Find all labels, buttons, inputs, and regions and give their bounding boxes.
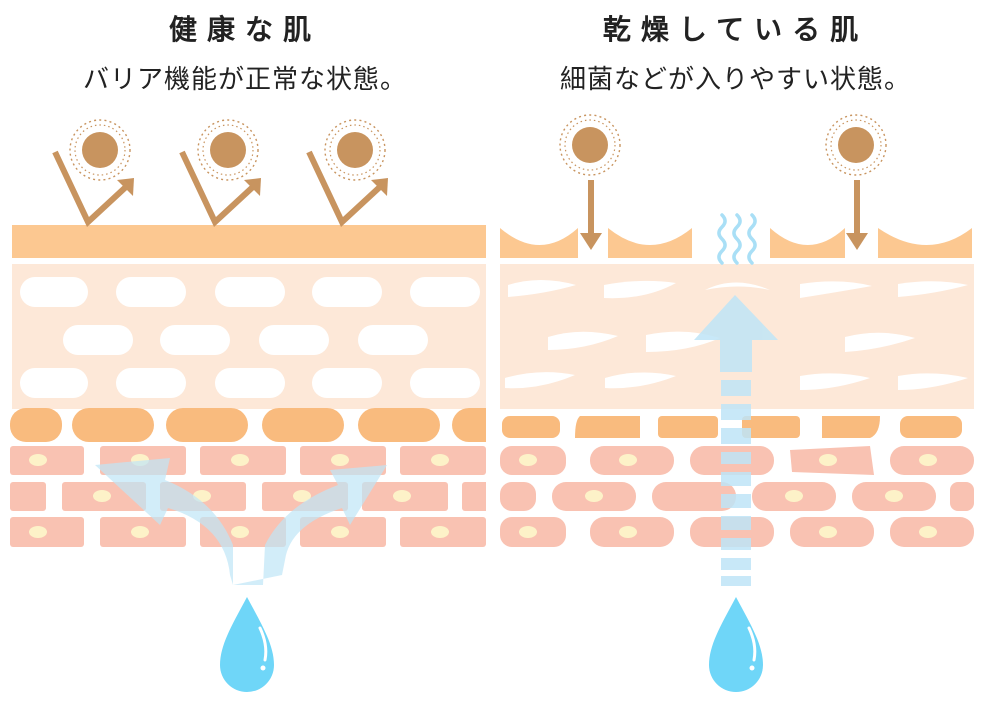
water-drop-icon <box>220 597 274 692</box>
dry-basal-cells <box>500 446 974 547</box>
reflected-ray-arrow-icon <box>52 150 131 227</box>
dry-skin-subtitle: 細菌などが入りやすい状態。 <box>559 65 911 95</box>
healthy-basal-cells <box>10 446 486 547</box>
sun-penetrate-group <box>559 114 887 250</box>
healthy-skin-subtitle: バリア機能が正常な状態。 <box>82 65 407 95</box>
healthy-skin-title: 健康な肌 <box>168 13 321 46</box>
healthy-skin-panel <box>10 119 486 692</box>
reflected-ray-arrow-icon <box>306 150 385 227</box>
healthy-horny-cells <box>20 277 480 398</box>
sun-icon <box>82 132 118 168</box>
dry-skin-title: 乾燥している肌 <box>602 13 869 46</box>
moisture-retained-arrow <box>95 458 387 585</box>
sun-icon <box>210 132 246 168</box>
moisture-escape-arrow <box>694 295 778 586</box>
dry-skin-panel <box>500 114 974 692</box>
dry-surface-layer <box>500 228 972 258</box>
sun-icon <box>572 127 608 163</box>
sun-reflect-group <box>52 119 388 227</box>
healthy-surface-layer <box>12 225 486 258</box>
reflected-ray-arrow-icon <box>179 150 258 227</box>
dry-horny-cells-curled <box>505 280 968 390</box>
evaporation-icon <box>717 213 757 265</box>
sun-icon <box>337 132 373 168</box>
sun-icon <box>838 127 874 163</box>
water-drop-icon <box>709 597 763 692</box>
dry-granular-cells <box>502 416 962 438</box>
healthy-granular-cells <box>10 408 486 442</box>
